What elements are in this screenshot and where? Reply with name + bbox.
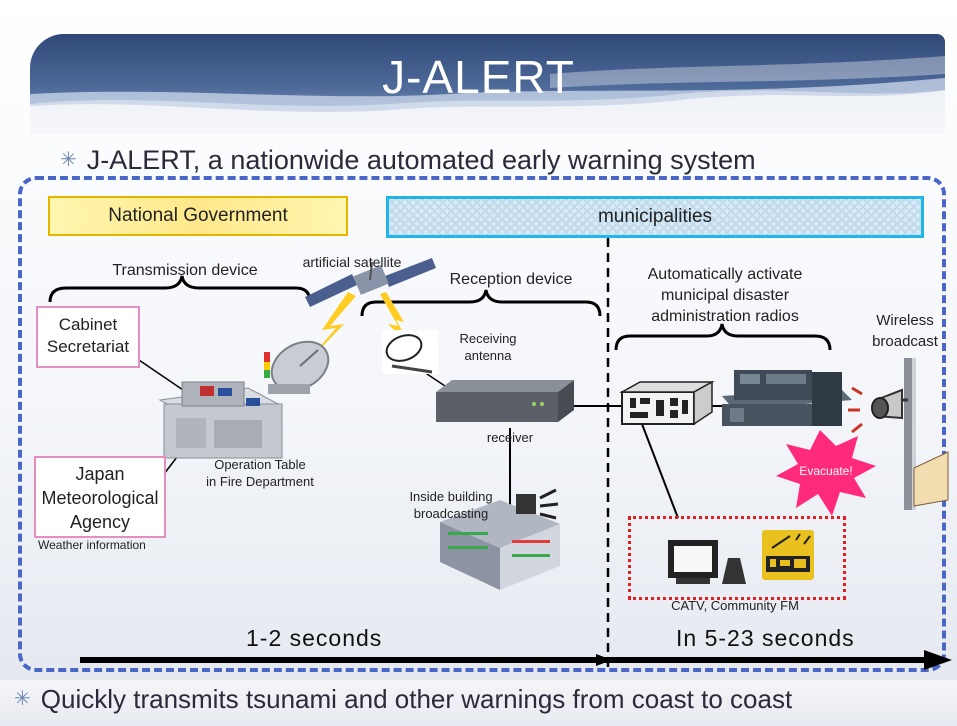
operation-table-line-1: Operation Table bbox=[214, 457, 306, 472]
weather-info-label: Weather information bbox=[38, 538, 146, 552]
footer-star-icon: ✳ bbox=[14, 688, 31, 710]
satellite-label: artificial satellite bbox=[302, 254, 402, 270]
auto-activate-line-3: administration radios bbox=[651, 308, 799, 325]
cabinet-line-1: Cabinet bbox=[58, 315, 118, 334]
wireless-line-2: broadcast bbox=[872, 333, 938, 350]
jma-line-2: Meteorological bbox=[41, 488, 159, 508]
jma-box: Japan Meteorological Agency bbox=[34, 456, 166, 538]
receiving-antenna-line-1: Receiving bbox=[459, 331, 517, 346]
diagram-frame bbox=[18, 176, 946, 672]
municipal-brace bbox=[614, 323, 832, 351]
timeline-end-arrowhead bbox=[924, 650, 952, 670]
evacuate-burst-icon bbox=[776, 430, 876, 516]
cabinet-connector bbox=[135, 357, 187, 393]
controller-device-icon bbox=[619, 380, 715, 426]
cabinet-secretariat-box: Cabinet Secretariat bbox=[36, 306, 140, 368]
inside-building-line-1: Inside building bbox=[409, 489, 493, 504]
evacuate-label: Evacuate! bbox=[799, 464, 853, 478]
reception-brace bbox=[360, 289, 602, 317]
cabinet-line-2: Secretariat bbox=[46, 337, 130, 356]
transmit-dish-icon bbox=[264, 340, 330, 394]
catv-group-box bbox=[628, 516, 846, 600]
catv-label: CATV, Community FM bbox=[671, 598, 799, 613]
transmission-brace bbox=[48, 275, 312, 303]
satellite-icon bbox=[305, 258, 436, 307]
wireless-pole-icon bbox=[848, 358, 949, 510]
timeline-mid-arrowhead bbox=[596, 654, 612, 666]
operation-table-label: Operation Table in Fire Department bbox=[180, 456, 340, 490]
catv-tv-icon bbox=[668, 540, 718, 584]
receiving-antenna-label: Receiving antenna bbox=[440, 330, 536, 364]
receiver-label: receiver bbox=[486, 430, 534, 445]
timeline-left-label: 1-2 seconds bbox=[246, 625, 383, 651]
national-government-box: National Government bbox=[48, 196, 348, 236]
radio-console-icon bbox=[722, 370, 852, 426]
auto-activate-label: Automatically activate municipal disaste… bbox=[610, 264, 840, 327]
auto-activate-line-2: municipal disaster bbox=[660, 287, 790, 304]
operation-table-line-2: in Fire Department bbox=[206, 474, 314, 489]
footer-text: Quickly transmits tsunami and other warn… bbox=[40, 684, 793, 714]
receiving-antenna-icon bbox=[382, 330, 438, 374]
timeline-right-label: In 5-23 seconds bbox=[676, 625, 855, 651]
subtitle-text: J-ALERT, a nationwide automated early wa… bbox=[86, 145, 756, 175]
title-band bbox=[30, 34, 945, 134]
controller-catv-line bbox=[641, 423, 679, 519]
receiving-antenna-line-2: antenna bbox=[464, 348, 512, 363]
building-icon bbox=[440, 488, 560, 590]
inside-building-line-2: broadcasting bbox=[413, 506, 489, 521]
bullet-star-icon: ✳ bbox=[60, 149, 77, 171]
slide-title: J-ALERT bbox=[382, 51, 575, 103]
uplink-lightning-icon bbox=[300, 292, 356, 370]
reception-device-label: Reception device bbox=[449, 271, 573, 288]
title-wave-decoration bbox=[30, 56, 945, 134]
wireless-line-1: Wireless bbox=[876, 312, 934, 329]
auto-activate-line-1: Automatically activate bbox=[647, 266, 803, 283]
jma-line-3: Agency bbox=[69, 512, 131, 532]
fm-speaker-icon bbox=[722, 558, 746, 584]
subtitle-bullet: ✳ J-ALERT, a nationwide automated early w… bbox=[60, 145, 756, 176]
operation-console-icon bbox=[158, 381, 284, 459]
transmission-device-label: Transmission device bbox=[112, 262, 258, 279]
jma-line-1: Japan bbox=[75, 464, 125, 484]
receiver-device-icon bbox=[436, 380, 574, 422]
community-fm-radio-icon bbox=[762, 530, 814, 580]
inside-building-label: Inside building broadcasting bbox=[396, 488, 506, 522]
footer-bullet: ✳ Quickly transmits tsunami and other war… bbox=[14, 684, 792, 715]
footer-band bbox=[0, 680, 957, 726]
municipalities-box: municipalities bbox=[386, 196, 924, 238]
wireless-broadcast-label: Wireless broadcast bbox=[858, 310, 952, 352]
